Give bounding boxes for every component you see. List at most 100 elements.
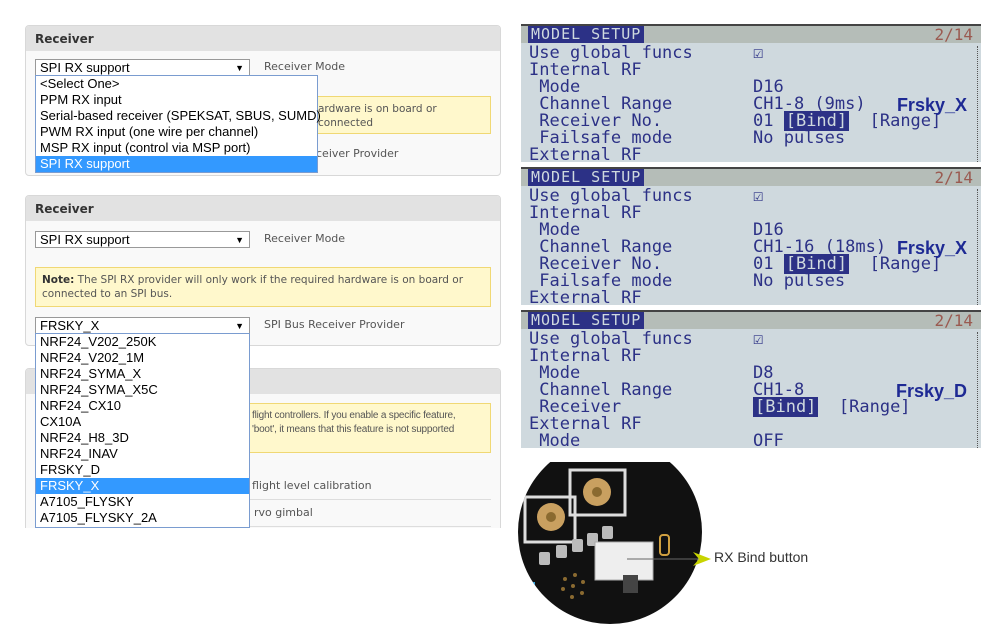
- chevron-down-icon: ▼: [235, 321, 244, 331]
- range-button[interactable]: [Range]: [849, 111, 942, 131]
- dropdown-option[interactable]: Serial-based receiver (SPEKSAT, SBUS, SU…: [40, 108, 321, 123]
- menu-row-value: No pulses: [753, 130, 845, 147]
- menu-row-label: Channel Range: [529, 237, 673, 257]
- scrollbar: [977, 46, 978, 162]
- menu-row-label: External RF: [529, 288, 642, 306]
- menu-row-value: CH1-8 (9ms): [753, 96, 866, 113]
- menu-row-value: D8: [753, 365, 773, 382]
- provider-label: SPI Bus Receiver Provider: [264, 318, 405, 331]
- menu-row-label: Use global funcs: [529, 186, 693, 206]
- menu-row-label: Use global funcs: [529, 329, 693, 349]
- menu-row-label: Failsafe mode: [529, 128, 673, 148]
- page-indicator: 2/14: [934, 25, 973, 44]
- bind-button[interactable]: [Bind]: [783, 111, 850, 131]
- rx-bind-button-caption: RX Bind button: [714, 549, 809, 565]
- range-button[interactable]: [Range]: [818, 397, 911, 417]
- receiver-mode-label: Receiver Mode: [264, 60, 346, 73]
- menu-row-label: Mode: [529, 77, 581, 97]
- dropdown-option[interactable]: A7105_FLYSKY_2A: [40, 510, 157, 525]
- dropdown-option[interactable]: MSP RX input (control via MSP port): [40, 140, 251, 155]
- dropdown-option[interactable]: PPM RX input: [40, 92, 122, 107]
- dropdown-option[interactable]: PWM RX input (one wire per channel): [40, 124, 259, 139]
- bind-button[interactable]: [Bind]: [753, 397, 819, 417]
- menu-row-label: Failsafe mode: [529, 271, 673, 291]
- menu-row-value: ☑: [753, 331, 763, 348]
- chevron-down-icon: ▼: [235, 63, 244, 73]
- dropdown-option[interactable]: FRSKY_D: [40, 462, 100, 477]
- menu-row-label: Channel Range: [529, 380, 673, 400]
- feature-label: rvo gimbal: [254, 506, 313, 519]
- receiver-board-photo: [518, 462, 711, 624]
- value-text: No pulses: [753, 271, 846, 291]
- value-text: ☑: [753, 329, 764, 349]
- page-indicator: 2/14: [934, 168, 973, 187]
- spi-note-box: Note: The SPI RX provider will only work…: [35, 267, 491, 307]
- screen-title: MODEL SETUP: [528, 312, 645, 329]
- bind-button[interactable]: [Bind]: [783, 254, 850, 274]
- note-line: 'boot', it means that this feature is no…: [252, 424, 455, 435]
- dropdown-option[interactable]: NRF24_INAV: [40, 446, 118, 461]
- menu-row-value: ☑: [753, 45, 763, 62]
- feature-label: flight level calibration: [252, 479, 372, 492]
- dropdown-option[interactable]: FRSKY_X: [36, 478, 249, 494]
- protocol-brand-label: Frsky_X: [896, 95, 967, 115]
- dropdown-option[interactable]: CX10A: [40, 414, 82, 429]
- dropdown-option[interactable]: NRF24_V202_1M: [40, 350, 145, 365]
- receiver-mode-select[interactable]: SPI RX support ▼: [35, 59, 250, 76]
- receiver-mode-select[interactable]: SPI RX support ▼: [35, 231, 250, 248]
- menu-row-label: Internal RF: [529, 203, 642, 223]
- select-value: SPI RX support: [40, 232, 130, 247]
- protocol-brand-label: Frsky_X: [896, 238, 967, 258]
- select-value: SPI RX support: [40, 60, 130, 75]
- value-text: 01: [753, 254, 784, 274]
- menu-row-value: ☑: [753, 188, 763, 205]
- page-indicator: 2/14: [934, 311, 973, 330]
- arrow-icon: [693, 552, 711, 566]
- note-label: Note:: [42, 274, 75, 286]
- menu-row-label: Mode: [529, 363, 581, 383]
- value-text: OFF: [753, 431, 784, 449]
- menu-row-value: D16: [753, 222, 784, 239]
- dropdown-option[interactable]: NRF24_SYMA_X5C: [40, 382, 158, 397]
- note-line: flight controllers. If you enable a spec…: [252, 410, 456, 421]
- value-text: D16: [753, 220, 784, 240]
- dropdown-option[interactable]: NRF24_V202_250K: [40, 334, 157, 349]
- menu-row-label: Mode: [529, 431, 581, 449]
- dropdown-option[interactable]: NRF24_SYMA_X: [40, 366, 142, 381]
- menu-row-value: [Bind] [Range]: [753, 397, 911, 417]
- receiver-mode-label: Receiver Mode: [264, 232, 346, 245]
- dropdown-option[interactable]: SPI RX support: [36, 156, 317, 172]
- menu-row-label: Internal RF: [529, 60, 642, 80]
- scrollbar: [977, 332, 978, 448]
- scrollbar: [977, 189, 978, 305]
- select-value: FRSKY_X: [40, 318, 100, 333]
- menu-row-value: CH1-16 (18ms): [753, 239, 886, 256]
- dropdown-option[interactable]: NRF24_H8_3D: [40, 430, 129, 445]
- dropdown-option[interactable]: <Select One>: [40, 76, 120, 91]
- value-text: No pulses: [753, 128, 846, 148]
- menu-row-label: Use global funcs: [529, 43, 693, 63]
- dropdown-option[interactable]: NRF24_CX10: [40, 398, 121, 413]
- menu-row-value: OFF: [753, 431, 784, 449]
- value-text: ☑: [753, 186, 764, 206]
- dropdown-option[interactable]: A7105_FLYSKY: [40, 494, 134, 509]
- menu-row-value: 01 [Bind] [Range]: [753, 254, 942, 274]
- value-text: ☑: [753, 43, 764, 63]
- panel-title: Receiver: [26, 26, 500, 51]
- provider-label: ceiver Provider: [316, 147, 399, 160]
- menu-row-label: Receiver No.: [529, 254, 663, 274]
- menu-row-label: Receiver No.: [529, 111, 663, 131]
- value-text: D16: [753, 77, 784, 97]
- range-button[interactable]: [Range]: [849, 254, 942, 274]
- protocol-brand-label: Frsky_D: [895, 381, 967, 401]
- menu-row-label: External RF: [529, 414, 642, 434]
- chevron-down-icon: ▼: [235, 235, 244, 245]
- value-text: CH1-8: [753, 380, 805, 400]
- spi-provider-select[interactable]: FRSKY_X ▼: [35, 317, 250, 334]
- value-text: CH1-16 (18ms): [753, 237, 887, 257]
